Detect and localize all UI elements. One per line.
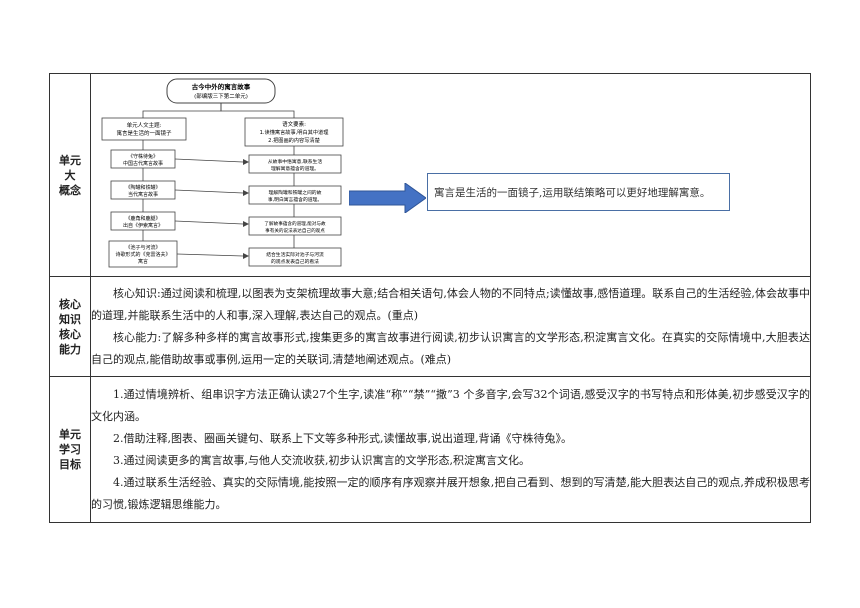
concept-label: 单元 大 概念 <box>49 73 91 277</box>
concept-content: 古今中外的寓言故事 (部编版三下第二单元) 单元人文主题: 寓言是生活的一面镜子… <box>90 73 811 277</box>
right-header-text: 2.把图画的内容写清楚 <box>268 136 320 144</box>
right-item-text: 结合生活实际对池子与河流 <box>266 251 324 258</box>
goal-item: 3.通过阅读更多的寓言故事,与他人交流收获,初步认识寓言的文学形态,积淀寓言文化… <box>113 453 530 467</box>
label-line: 学习 <box>59 443 81 456</box>
right-item-text: 事有关的说法表达自己的观点 <box>265 227 325 234</box>
goal-item: 4.通过联系生活经验、真实的交际情境,能按照一定的顺序有序观察并展开想象,把自己… <box>91 475 810 511</box>
flowchart-subtitle: (部编版三下第二单元) <box>194 92 248 100</box>
goals-label: 单元 学习 目标 <box>49 376 91 523</box>
label-line: 能力 <box>59 342 81 356</box>
right-header-text: 语文要素: <box>282 120 306 128</box>
concept-row: 单元 大 概念 古今中外的寓言故事 (部编版三下第二单元) <box>49 73 811 277</box>
left-item-text: 《鹿角和鹿腿》 <box>125 215 160 222</box>
left-item-text: 中国古代寓言故事 <box>123 160 163 167</box>
core-knowledge-paragraph: 核心知识:通过阅读和梳理,以图表为支架梳理故事大意;结合相关语句,体会人物的不同… <box>91 286 810 322</box>
ability-row: 核心 知识 核心 能力 核心知识:通过阅读和梳理,以图表为支架梳理故事大意;结合… <box>49 276 811 377</box>
label-line: 目标 <box>59 458 81 471</box>
label-line: 大 <box>64 168 76 182</box>
right-arrow-icon <box>348 182 427 214</box>
goals-content: 1.通过情境辨析、组串识字方法正确认读27个生字,读准“称”“禁”“撒”3 个多… <box>90 376 811 523</box>
right-item-box <box>248 154 342 174</box>
left-item-text: 《陶罐和铁罐》 <box>125 184 160 191</box>
left-header-box <box>101 117 187 141</box>
left-item-text: 当代寓言故事 <box>128 191 158 198</box>
right-item-text: 理解陶罐和铁罐之间的故 <box>269 189 322 196</box>
label-line: 单元 <box>59 428 81 441</box>
left-header-text: 寓言是生活的一面镜子 <box>116 129 172 137</box>
left-item-text: 《池子与河流》 <box>125 244 160 251</box>
right-item-text: 从故事中悟寓意,联系生活 <box>268 158 322 165</box>
right-item-box <box>248 216 342 236</box>
ability-label: 核心 知识 核心 能力 <box>49 276 91 377</box>
unit-plan-table: 单元 大 概念 古今中外的寓言故事 (部编版三下第二单元) <box>49 73 811 523</box>
flowchart-title: 古今中外的寓言故事 <box>192 82 251 91</box>
right-item-text: 事,明白寓言蕴含的道理。 <box>268 196 322 203</box>
label-line: 核心 <box>59 327 81 341</box>
goal-item: 2.借助注释,图表、圈画关键句、联系上下文等多种形式,读懂故事,说出道理,背诵《… <box>113 431 572 445</box>
label-line: 核心 <box>59 297 81 311</box>
left-item-text: 诗歌形式的《克雷洛夫》 <box>115 251 170 258</box>
goals-row: 单元 学习 目标 1.通过情境辨析、组串识字方法正确认读27个生字,读准“称”“… <box>49 376 811 523</box>
right-item-text: 了解故事蕴含的道理,能对与故 <box>264 220 326 227</box>
ability-content: 核心知识:通过阅读和梳理,以图表为支架梳理故事大意;结合相关语句,体会人物的不同… <box>90 276 811 377</box>
left-item-text: 寓言 <box>138 258 148 265</box>
left-header-text: 单元人文主题: <box>127 121 162 129</box>
left-item-text: 《守株待兔》 <box>128 153 158 160</box>
right-header-text: 1.读懂寓言故事,明白其中道理 <box>260 128 330 136</box>
concept-flowchart: 古今中外的寓言故事 (部编版三下第二单元) 单元人文主题: 寓言是生活的一面镜子… <box>99 78 427 270</box>
label-line: 概念 <box>59 183 81 197</box>
left-item-text: 出自《伊索寓言》 <box>123 222 163 229</box>
goal-item: 1.通过情境辨析、组串识字方法正确认读27个生字,读准“称”“禁”“撒”3 个多… <box>91 387 810 423</box>
right-item-box <box>248 185 342 205</box>
label-line: 单元 <box>59 153 81 167</box>
left-item-box <box>108 240 178 268</box>
right-item-box <box>248 247 342 267</box>
label-line: 知识 <box>59 312 81 326</box>
core-ability-paragraph: 核心能力:了解多种多样的寓言故事形式,搜集更多的寓言故事进行阅读,初步认识寓言的… <box>91 330 810 366</box>
concept-summary-box: 寓言是生活的一面镜子,运用联结策略可以更好地理解寓意。 <box>427 173 730 211</box>
right-item-text: 理解寓意蕴含的道理。 <box>271 165 319 172</box>
right-item-text: 的观点发表自己的看法 <box>271 258 319 265</box>
